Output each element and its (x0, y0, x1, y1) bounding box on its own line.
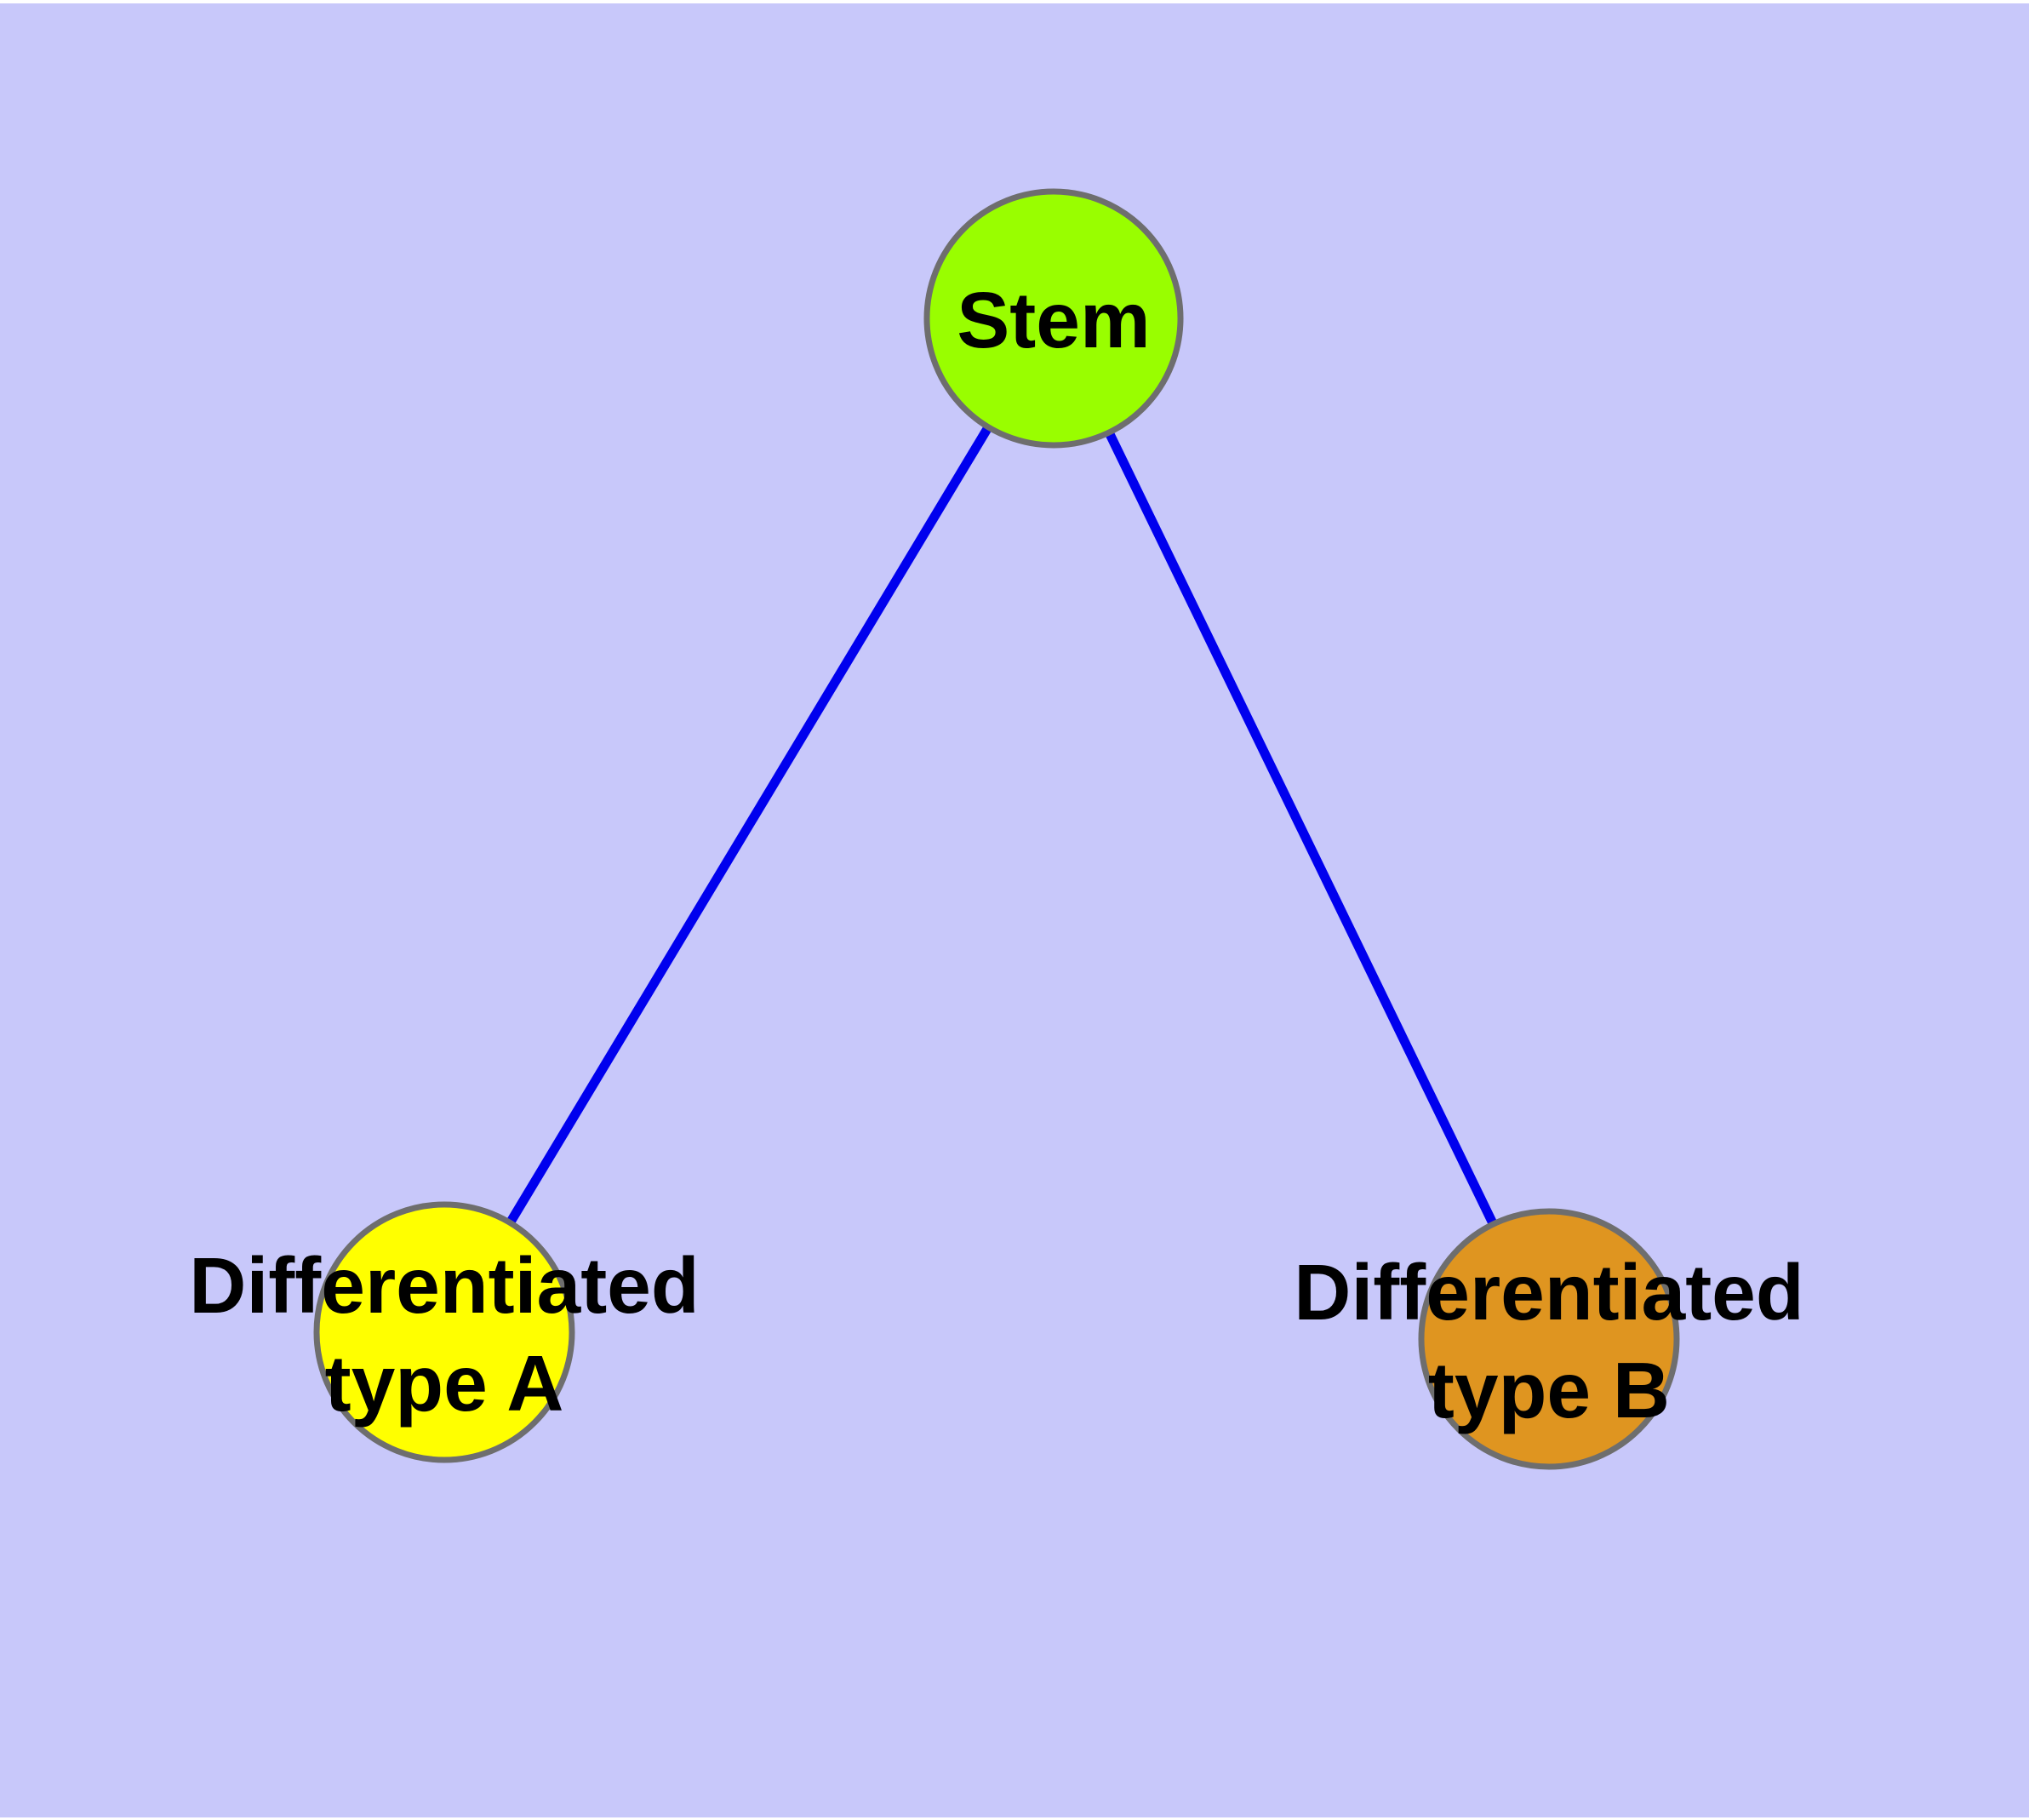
edge-stem-to-type-b (1049, 316, 1553, 1342)
differentiated-type-a-label-line1: Differentiated (189, 1241, 699, 1330)
bottom-margin-strip (0, 1817, 2029, 1820)
differentiated-type-b-label-line1: Differentiated (1294, 1248, 1803, 1336)
differentiated-type-a-label-line2: type A (325, 1339, 564, 1428)
stem-node-label: Stem (957, 276, 1150, 364)
stem-node (923, 188, 1184, 449)
top-margin-strip (0, 0, 2029, 3)
edge-stem-to-type-a (440, 316, 1058, 1335)
differentiated-type-a-node (313, 1201, 575, 1463)
differentiated-type-b-node (1418, 1208, 1680, 1470)
differentiated-type-b-label-line2: type B (1428, 1346, 1670, 1434)
